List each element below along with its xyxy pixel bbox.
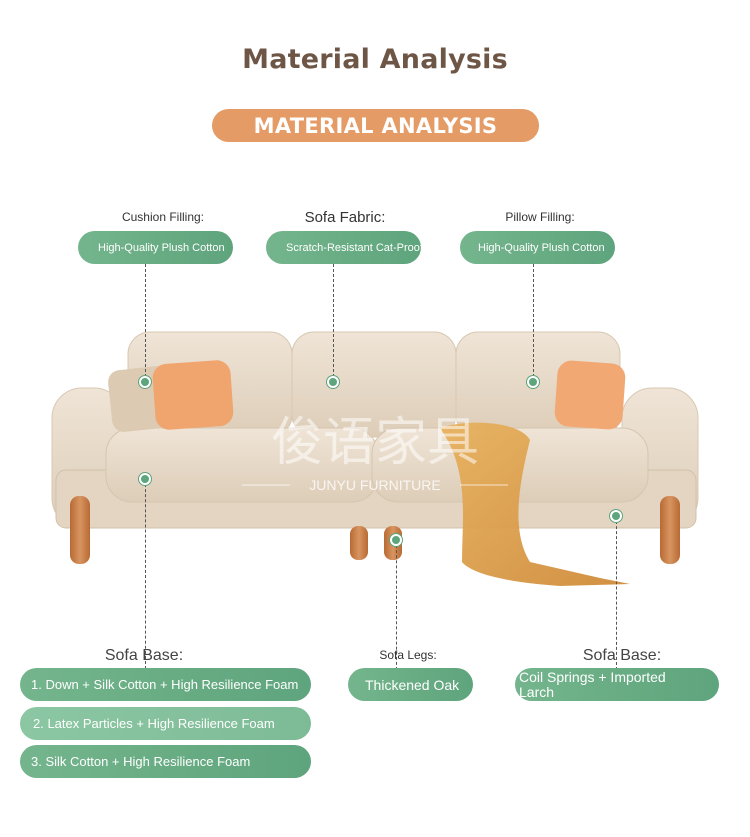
legs-leader-line [396, 540, 397, 670]
sofa-legs-tag: Thickened Oak [348, 668, 473, 701]
base-right-leader-line [616, 516, 617, 670]
cushion-filling-label: Cushion Filling: [121, 210, 205, 224]
throw-blanket [440, 422, 630, 586]
base-option-2: 2. Latex Particles + High Resilience Foa… [20, 707, 311, 740]
pillow-filling-label: Pillow Filling: [505, 210, 575, 224]
watermark-english: JUNYU FURNITURE [309, 477, 440, 493]
fabric-leader-line [333, 264, 334, 382]
page-title: Material Analysis [242, 44, 508, 75]
cushion-filling-tag: High-Quality Plush Cotton [78, 231, 233, 264]
leg-front-right [660, 496, 680, 564]
pillow-marker-dot [527, 376, 539, 388]
sofa-illustration: 俊语家具 JUNYU FURNITURE [51, 331, 699, 586]
base-option-3: 3. Silk Cotton + High Resilience Foam [20, 745, 311, 778]
sofa-base-spring-tag: Coil Springs + Imported Larch [515, 668, 719, 701]
section-banner: MATERIAL ANALYSIS [212, 109, 539, 142]
pillow-orange-right [554, 360, 626, 430]
pillow-filling-tag: High-Quality Plush Cotton [460, 231, 615, 264]
watermark-chinese: 俊语家具 [271, 413, 479, 473]
legs-marker-dot [390, 534, 402, 546]
base-option-1: 1. Down + Silk Cotton + High Resilience … [20, 668, 311, 701]
fabric-marker-dot [327, 376, 339, 388]
sofa-fabric-tag: Scratch-Resistant Cat-Proof Fleece [266, 231, 421, 264]
leg-middle-left [350, 526, 368, 560]
base-marker-dot [139, 473, 151, 485]
cushion-leader-line [145, 264, 146, 382]
sofa-base-label-left: Sofa Base: [104, 647, 184, 664]
sofa-fabric-label: Sofa Fabric: [304, 209, 386, 226]
base-left-leader-line [145, 479, 146, 669]
sofa-base-label-right: Sofa Base: [582, 647, 662, 664]
pillow-leader-line [533, 264, 534, 382]
cushion-marker-dot [139, 376, 151, 388]
leg-front-left [70, 496, 90, 564]
sofa-legs-label: Sofa Legs: [379, 648, 437, 662]
pillow-orange-left [152, 360, 234, 430]
spring-marker-dot [610, 510, 622, 522]
